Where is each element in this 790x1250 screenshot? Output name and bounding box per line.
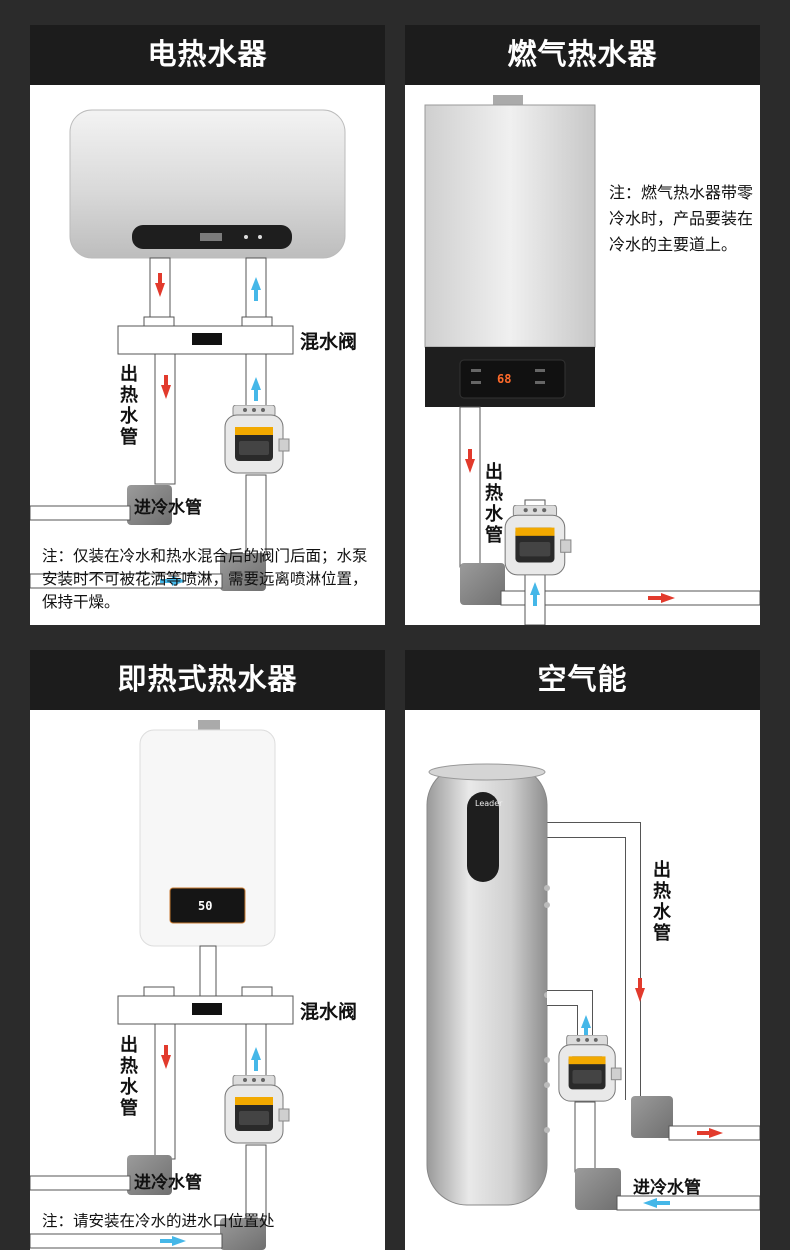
gas-note: 注：燃气热水器带零冷水时，产品要装在冷水的主要道上。	[609, 185, 754, 254]
brand-logo: Leader	[475, 799, 503, 808]
hot-flow-arrow-icon	[155, 283, 165, 297]
panel-title: 即热式热水器	[30, 650, 385, 710]
diagram-air: Leader 出热水管 进冷水管	[405, 710, 760, 1250]
panel-title: 空气能	[405, 650, 760, 710]
mixing-valve	[117, 986, 294, 1025]
water-pump-icon	[224, 1075, 290, 1144]
mixing-valve-label: 混水阀	[300, 1002, 358, 1023]
install-note: 注：请安装在冷水的进水口位置处	[42, 1213, 275, 1230]
hot-pipe-label: 出热水管	[120, 1035, 138, 1118]
gas-water-heater: 68	[424, 95, 596, 407]
panel-electric-heater: 电热水器	[30, 25, 385, 625]
install-note: 注：仅装在冷水和热水混合后的阀门后面；水泵安装时不可被花洒等喷淋，需要远离喷淋位…	[42, 548, 368, 611]
hot-flow-arrow-icon	[635, 988, 645, 1002]
cold-pipe-label: 进冷水管	[134, 1173, 202, 1192]
instant-water-heater: 50	[139, 720, 276, 947]
instant-screen-value: 50	[198, 899, 212, 913]
water-pump-icon	[504, 505, 572, 576]
diagram-electric: 混水阀 出热水管 进冷水管 注：仅装在冷水和热水混合后的阀门后面；水泵安装时不可…	[30, 85, 385, 625]
panel-title: 电热水器	[30, 25, 385, 85]
cold-flow-arrow-icon	[251, 277, 261, 290]
hot-pipe-label: 出热水管	[485, 462, 503, 545]
panel-instant-heater: 即热式热水器 50	[30, 650, 385, 1250]
panel-gas-heater: 燃气热水器 68 注：燃气热水器带零冷水时，产品要装在冷水的主要道上。	[405, 25, 760, 625]
hot-pipe-label: 出热水管	[653, 860, 671, 943]
cold-pipe-label: 进冷水管	[134, 498, 202, 517]
electric-water-heater-tank	[69, 109, 346, 259]
panel-title: 燃气热水器	[405, 25, 760, 85]
cold-pipe-label: 进冷水管	[633, 1178, 701, 1197]
gas-screen-value: 68	[497, 372, 511, 386]
air-energy-water-tank: Leader	[426, 763, 550, 1206]
diagram-instant: 50 混水阀 出热水管 进冷水管 注：请安装在冷水的进水口位置处	[30, 710, 385, 1250]
panel-air-energy: 空气能 Leader	[405, 650, 760, 1250]
hot-pipe-label: 出热水管	[120, 364, 138, 447]
water-pump-icon	[558, 1035, 622, 1102]
diagram-gas: 68 注：燃气热水器带零冷水时，产品要装在冷水的主要道上。 出热水管	[405, 85, 760, 625]
mixing-valve-label: 混水阀	[300, 332, 358, 353]
water-pump-icon	[224, 405, 290, 474]
mixing-valve	[117, 316, 294, 355]
